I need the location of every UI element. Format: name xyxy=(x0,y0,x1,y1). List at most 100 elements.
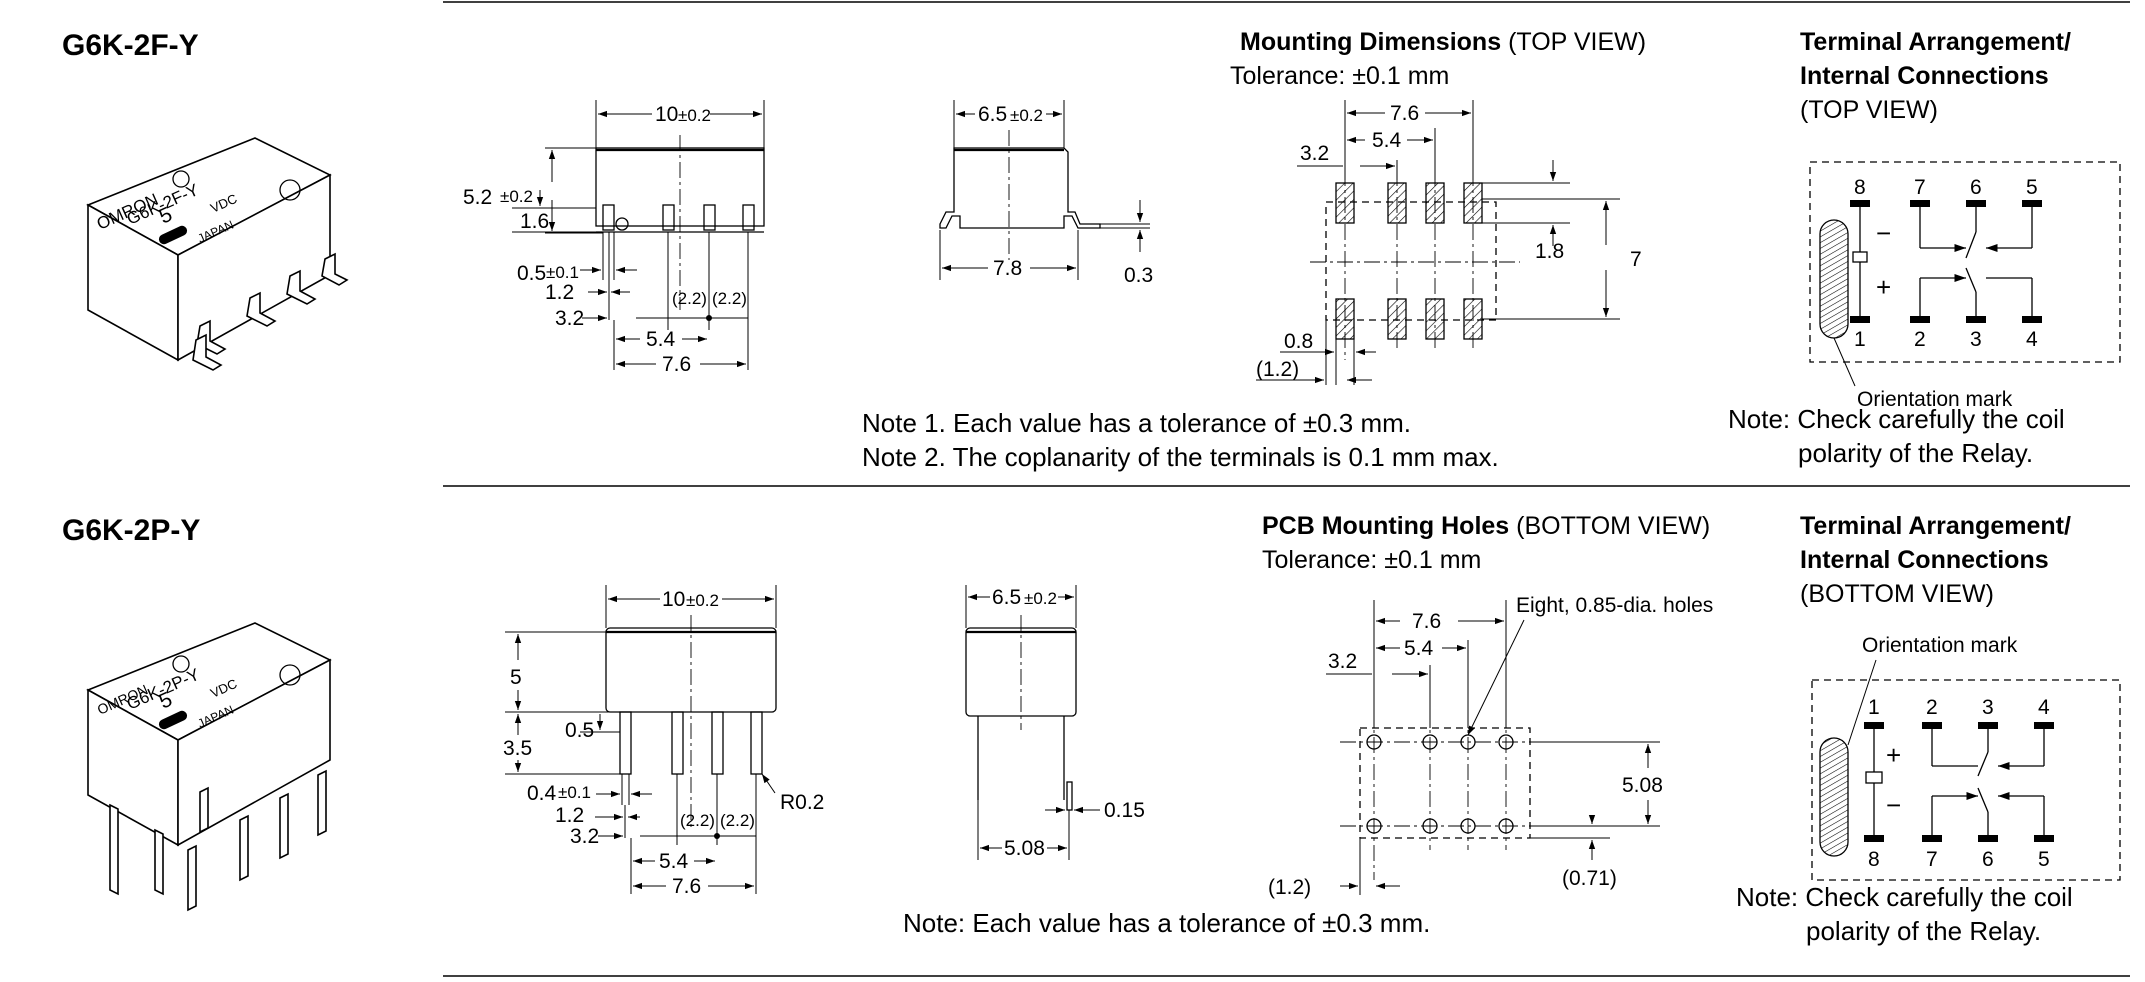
mount-1-8: 1.8 xyxy=(1535,240,1564,263)
relay-illustration: OMRON G6K-2F-Y 5 VDC JAPAN xyxy=(86,137,349,371)
pin2-bottom-3: 6 xyxy=(1982,848,1994,871)
front-view: 10 ±0.2 5.2 ±0.2 1.6 0.5 ±0.1 1.2 3.2 xyxy=(463,100,765,376)
pin2-bottom-2: 7 xyxy=(1926,848,1938,871)
pin-bottom-3: 3 xyxy=(1970,328,1982,351)
pin-bottom-1: 1 xyxy=(1854,328,1866,351)
coil-minus: − xyxy=(1876,218,1891,248)
holes-note: Eight, 0.85-dia. holes xyxy=(1516,594,1713,617)
dim-3-2-2: 3.2 xyxy=(570,825,599,848)
dim-width-tol-2: ±0.2 xyxy=(686,591,719,610)
terminal-note-2: polarity of the Relay. xyxy=(1798,438,2033,468)
dim-width: 10 xyxy=(655,103,678,126)
dim-2-2-b: (2.2) xyxy=(712,289,747,308)
holes-tolerance: Tolerance: ±0.1 mm xyxy=(1262,546,1481,574)
dim-7-6-2: 7.6 xyxy=(672,875,701,898)
mount-5-4: 5.4 xyxy=(1372,129,1402,152)
terminal-title-2: Internal Connections xyxy=(1800,62,2049,90)
coil-plus: + xyxy=(1876,272,1891,302)
dim-0-5: 0.5 xyxy=(517,262,546,285)
side-width-tol-2: ±0.2 xyxy=(1024,589,1057,608)
pin-top-3: 6 xyxy=(1970,176,1982,199)
dim-1-2-2: 1.2 xyxy=(555,804,584,827)
front-view-2: 10 ±0.2 5 3.5 0.5 0.4 ±0.1 1.2 3.2 xyxy=(503,585,824,898)
note-1: Note 1. Each value has a tolerance of ±0… xyxy=(862,408,1411,438)
side-base-2: 5.08 xyxy=(1004,837,1045,860)
pin2-top-3: 3 xyxy=(1982,696,1994,719)
model-title: G6K-2F-Y xyxy=(62,29,199,62)
side-thick-2: 0.15 xyxy=(1104,799,1145,822)
holes-0-71: (0.71) xyxy=(1562,867,1617,890)
side-width: 6.5 xyxy=(978,103,1007,126)
holes-5-4: 5.4 xyxy=(1404,637,1434,660)
mount-7: 7 xyxy=(1630,248,1642,271)
pin2-top-2: 2 xyxy=(1926,696,1938,719)
holes-3-2: 3.2 xyxy=(1328,650,1357,673)
dim-2-2-a: (2.2) xyxy=(672,289,707,308)
dim-0-5-2: 0.5 xyxy=(565,719,594,742)
pin-top-2: 7 xyxy=(1914,176,1926,199)
terminal2-note-2: polarity of the Relay. xyxy=(1806,916,2041,946)
holes-title: PCB Mounting Holes (BOTTOM VIEW) xyxy=(1262,512,1710,540)
dim-5-4: 5.4 xyxy=(646,328,676,351)
dim-3-5: 3.5 xyxy=(503,737,532,760)
holes-1-2: (1.2) xyxy=(1268,876,1311,899)
side-width-tol: ±0.2 xyxy=(1010,106,1043,125)
orientation-mark: Orientation mark xyxy=(1857,388,2013,411)
dim-5: 5 xyxy=(510,666,522,689)
dim-2-2-c: (2.2) xyxy=(680,811,715,830)
mount-0-8: 0.8 xyxy=(1284,330,1313,353)
dim-0-4: 0.4 xyxy=(527,782,557,805)
mount-7-6: 7.6 xyxy=(1390,102,1419,125)
holes-7-6: 7.6 xyxy=(1412,610,1441,633)
note-2: Note 2. The coplanarity of the terminals… xyxy=(862,442,1499,472)
side-thick: 0.3 xyxy=(1124,264,1153,287)
dim-0-5-tol: ±0.1 xyxy=(546,263,579,282)
mount-1-2: (1.2) xyxy=(1256,358,1299,381)
pin-top-1: 8 xyxy=(1854,176,1866,199)
dim-3-2: 3.2 xyxy=(555,307,584,330)
dim-7-6: 7.6 xyxy=(662,353,691,376)
dim-height: 5.2 xyxy=(463,186,492,209)
terminal2-note-1: Note: Check carefully the coil xyxy=(1736,882,2073,912)
terminal2-title-3: (BOTTOM VIEW) xyxy=(1800,580,1994,608)
terminal2-title-2: Internal Connections xyxy=(1800,546,2049,574)
pcb-mounting-holes: PCB Mounting Holes (BOTTOM VIEW) Toleran… xyxy=(1262,512,1713,899)
dim-1-2: 1.2 xyxy=(545,281,574,304)
mount-3-2: 3.2 xyxy=(1300,142,1329,165)
side-width-2: 6.5 xyxy=(992,586,1021,609)
terminal2-title-1: Terminal Arrangement/ xyxy=(1800,512,2071,540)
side-base: 7.8 xyxy=(993,257,1022,280)
mounting-tolerance: Tolerance: ±0.1 mm xyxy=(1230,62,1449,90)
terminal-title-1: Terminal Arrangement/ xyxy=(1800,28,2071,56)
dim-radius: R0.2 xyxy=(780,791,824,814)
terminal-arrangement-2: Terminal Arrangement/ Internal Connectio… xyxy=(1736,512,2121,946)
coil-minus-2: − xyxy=(1886,790,1901,820)
pin-bottom-2: 2 xyxy=(1914,328,1926,351)
model-title-2: G6K-2P-Y xyxy=(62,514,200,547)
pin2-top-4: 4 xyxy=(2038,696,2050,719)
pin-top-4: 5 xyxy=(2026,176,2038,199)
terminal-note-1: Note: Check carefully the coil xyxy=(1728,404,2065,434)
pin2-top-1: 1 xyxy=(1868,696,1880,719)
dim-width-tol: ±0.2 xyxy=(678,106,711,125)
bottom-note: Note: Each value has a tolerance of ±0.3… xyxy=(903,908,1430,938)
terminal-title-3: (TOP VIEW) xyxy=(1800,96,1938,124)
terminal-arrangement: Terminal Arrangement/ Internal Connectio… xyxy=(1728,28,2121,468)
pin2-bottom-1: 8 xyxy=(1868,848,1880,871)
mounting-title: Mounting Dimensions (TOP VIEW) xyxy=(1240,28,1646,56)
dim-0-4-tol: ±0.1 xyxy=(558,783,591,802)
side-view-2: 6.5 ±0.2 5.08 0.15 xyxy=(965,585,1145,860)
side-view: 6.5 ±0.2 7.8 0.3 xyxy=(939,100,1153,287)
mounting-dimensions: Mounting Dimensions (TOP VIEW) Tolerance… xyxy=(1230,28,1646,385)
orientation-mark-2: Orientation mark xyxy=(1862,634,2018,657)
dim-1-6: 1.6 xyxy=(520,210,549,233)
dim-2-2-d: (2.2) xyxy=(720,811,755,830)
dim-5-4-2: 5.4 xyxy=(659,850,689,873)
dim-height-tol: ±0.2 xyxy=(500,187,533,206)
pin2-bottom-4: 5 xyxy=(2038,848,2050,871)
coil-plus-2: + xyxy=(1886,740,1901,770)
holes-5-08: 5.08 xyxy=(1622,774,1663,797)
dim-width-2: 10 xyxy=(662,588,685,611)
pin-bottom-4: 4 xyxy=(2026,328,2038,351)
